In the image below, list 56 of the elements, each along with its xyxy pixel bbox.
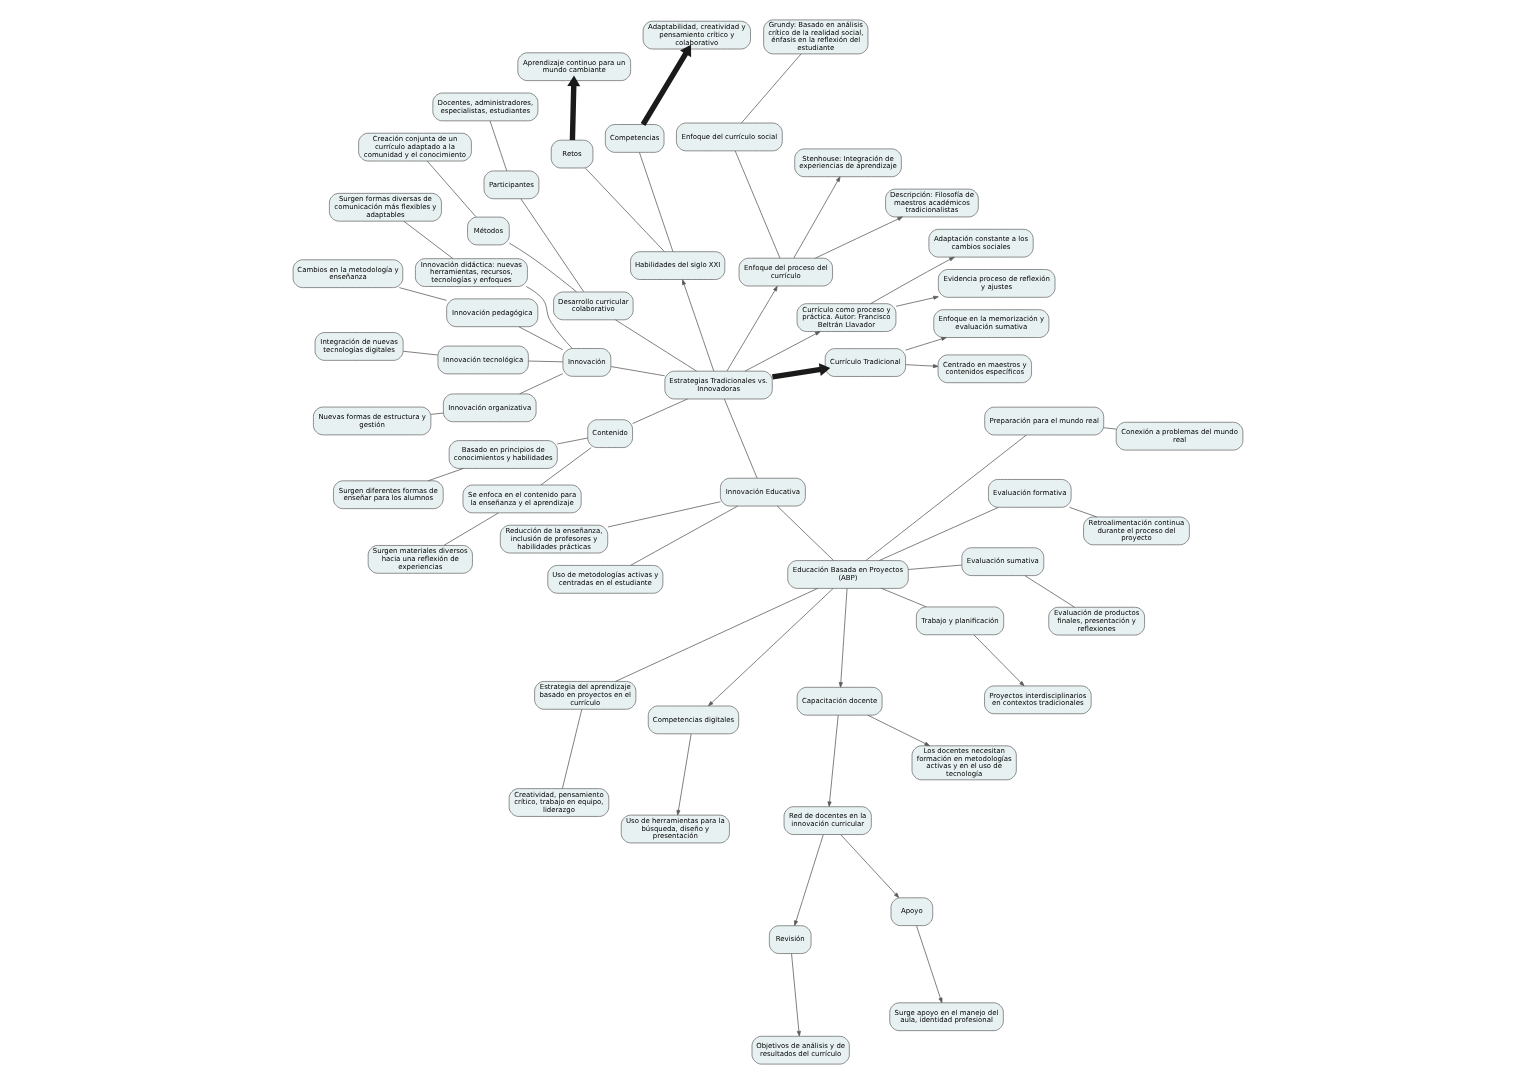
connector	[881, 588, 927, 608]
arrow	[973, 634, 1025, 687]
arrow	[772, 363, 831, 380]
connector	[528, 360, 564, 363]
connector	[1024, 575, 1075, 608]
arrow	[827, 714, 839, 807]
arrow	[815, 216, 903, 259]
arrow	[708, 588, 834, 707]
arrow	[905, 336, 947, 351]
connector	[610, 366, 666, 377]
connector	[520, 198, 585, 293]
connector	[403, 220, 454, 259]
connector	[584, 167, 665, 252]
connector	[430, 412, 444, 415]
arrow	[905, 364, 939, 369]
connector	[519, 373, 564, 395]
arrow	[682, 279, 715, 372]
connector	[427, 468, 464, 482]
arrow	[744, 331, 821, 372]
connector	[398, 287, 447, 301]
arrow	[676, 733, 692, 816]
connector	[402, 350, 439, 356]
arrow	[838, 588, 848, 688]
connector	[562, 709, 583, 789]
connector	[426, 160, 477, 218]
connector	[615, 588, 818, 682]
arrow	[640, 44, 692, 126]
arrow	[567, 75, 581, 141]
connector	[741, 53, 802, 124]
connector	[615, 319, 697, 372]
connector	[724, 398, 758, 479]
arrow	[916, 925, 943, 1004]
connector	[525, 286, 573, 349]
connector	[556, 437, 589, 445]
connector	[632, 398, 688, 424]
connector	[607, 501, 721, 528]
connector	[518, 326, 564, 351]
connector	[630, 505, 738, 566]
connector	[509, 242, 577, 293]
arrow	[793, 176, 841, 259]
connector	[489, 120, 508, 172]
arrow	[791, 953, 801, 1037]
arrow	[895, 295, 939, 307]
arrow	[870, 256, 955, 305]
arrow	[867, 714, 930, 747]
connector	[734, 150, 781, 259]
connector	[878, 507, 999, 561]
connector	[865, 434, 1027, 561]
connector	[1069, 506, 1098, 518]
connector	[1103, 427, 1117, 430]
connector	[907, 564, 963, 570]
connector	[776, 505, 834, 561]
connector	[639, 152, 674, 252]
arrow	[726, 285, 778, 372]
arrow	[840, 834, 900, 898]
arrow	[794, 834, 824, 926]
